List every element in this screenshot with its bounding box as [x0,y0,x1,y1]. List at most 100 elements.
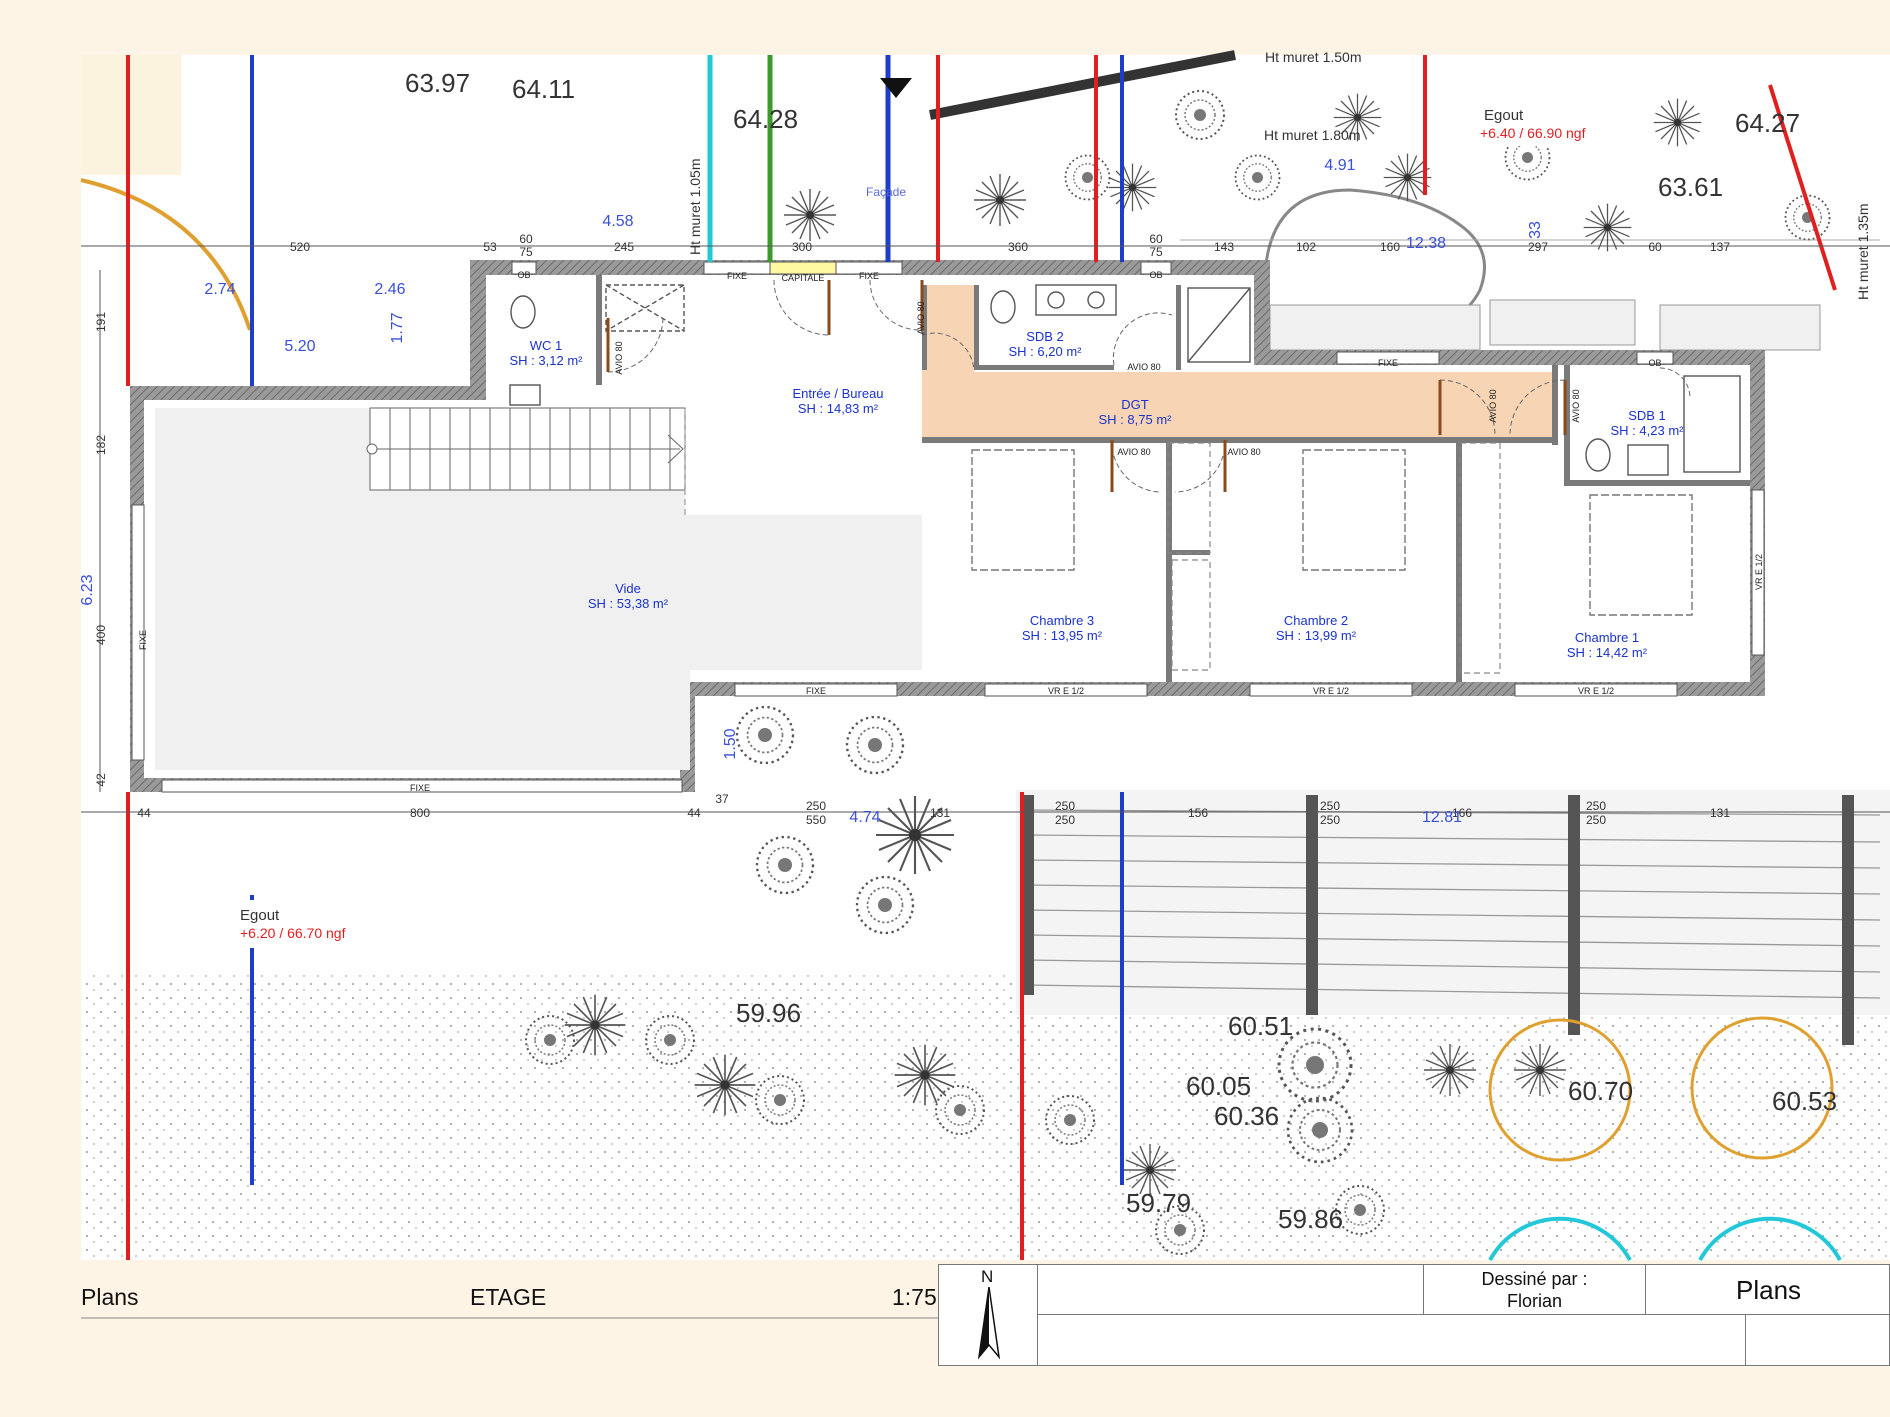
top-dim-8: 60 [1149,232,1163,246]
vide-area [155,408,922,770]
blue-dim-3: 2.46 [374,281,405,298]
blue-dim-12: 12.81 [1422,809,1462,826]
north-label: N [981,1267,994,1286]
level-name: ETAGE [470,1284,547,1310]
blue-dim-7: 12.38 [1406,235,1446,252]
opening-avio-1: AVIO 80 [1127,362,1160,372]
room-vide-name: Vide [615,581,641,596]
opening-vre-2: VR E 1/2 [1313,686,1349,696]
bottom-dim-5: 250 [806,799,826,813]
top-dimensions: 520 53 60 75 245 300 360 60 75 143 102 1… [290,232,1730,259]
opening-fixe-3: FIXE [1378,358,1398,368]
terrace-area [1016,790,1890,1015]
blue-dimensions: 4.58 2.74 2.46 1.77 5.20 4.91 12.38 33 6… [79,157,1544,826]
corridor-entrance [922,285,974,372]
level-7: 60.51 [1228,1011,1293,1041]
room-sdb2-area: SH : 6,20 m² [1009,344,1083,359]
blue-dim-11: 4.74 [849,809,880,826]
room-dgt-name: DGT [1121,397,1149,412]
egout-top-label: Egout [1484,107,1524,124]
room-sdb1-name: SDB 1 [1628,408,1666,423]
opening-vre-right: VR E 1/2 [1754,554,1764,590]
closets [1167,442,1501,674]
opening-ob-sdb1: OB [1648,358,1661,368]
opening-fixe-2: FIXE [859,271,879,281]
room-ch2-area: SH : 13,99 m² [1276,628,1357,643]
sanitary-fixtures [509,284,1741,476]
plan-title: Plans [81,1284,139,1310]
level-1: 63.97 [405,68,470,98]
room-ch2-name: Chambre 2 [1284,613,1348,628]
opening-ob-sdb2: OB [1149,270,1162,280]
blue-dim-8: 33 [1527,221,1544,239]
title-block-empty-1 [1037,1265,1423,1315]
level-3: 64.28 [733,104,798,134]
neighbour-texture [81,55,181,175]
bottom-dim-14: 250 [1586,799,1606,813]
level-9: 60.36 [1214,1101,1279,1131]
opening-vre-1: VR E 1/2 [1048,686,1084,696]
blue-dim-5: 5.20 [284,338,315,355]
top-dim-6: 300 [792,240,812,254]
left-dim-4: 42 [94,773,108,787]
opening-avio-2: AVIO 80 [1117,447,1150,457]
opening-avio-7: AVIO 80 [1571,389,1581,422]
opening-avio-4: AVIO 80 [614,341,624,374]
bottom-dim-12: 250 [1320,813,1340,827]
level-4: 64.27 [1735,108,1800,138]
opening-fixe-5: FIXE [410,783,430,793]
staircase [366,407,686,491]
left-dimensions: 191 182 400 42 [94,312,108,787]
bottom-dim-6: 550 [806,813,826,827]
bottom-dim-4: 37 [715,792,729,806]
top-dim-1: 520 [290,240,310,254]
top-dim-7: 360 [1008,240,1028,254]
blue-dim-2: 2.74 [204,281,235,298]
terrace-planks [1024,809,1881,999]
drawn-by-cell: Dessiné par : Florian [1423,1265,1645,1315]
room-entree-area: SH : 14,83 m² [798,401,879,416]
blue-dim-10: 1.50 [722,728,739,759]
egout-bottom-label: Egout [240,907,280,924]
opening-avio-5: AVIO 80 [916,301,926,334]
garden-upper [929,50,1880,351]
room-sdb1-area: SH : 4,23 m² [1611,423,1685,438]
bottom-dim-15: 250 [1586,813,1606,827]
room-dgt-area: SH : 8,75 m² [1099,412,1173,427]
egout-top-value: +6.40 / 66.90 ngf [1480,125,1586,141]
blue-dim-6: 4.91 [1324,157,1355,174]
plan-scale: 1:75 [892,1284,937,1310]
egout-bottom-value: +6.20 / 66.70 ngf [240,925,346,941]
level-spots: 63.97 64.11 64.28 64.27 63.61 59.96 60.5… [405,68,1837,1234]
room-ch3-area: SH : 13,95 m² [1022,628,1103,643]
muret-label-3: Ht muret 1.05m [687,159,703,255]
facade-label: Façade [866,185,906,199]
opening-avio-3: AVIO 80 [1227,447,1260,457]
bottom-dim-10: 156 [1188,806,1208,820]
bottom-dim-2: 800 [410,806,430,820]
north-arrow-cell: N [939,1265,1037,1365]
door-leaves [606,280,1567,492]
left-dim-3: 400 [94,625,108,645]
drawn-by-name: Florian [1506,1291,1563,1311]
cyan-tree-circles [1488,1216,1842,1261]
top-dim-3: 60 [519,232,533,246]
north-arrow-icon [977,1287,1001,1360]
top-dim-15: 137 [1710,240,1730,254]
top-dim-5: 245 [614,240,634,254]
muret-labels: Ht muret 1.50m Ht muret 1.80m Ht muret 1… [687,49,1871,300]
blue-dim-1: 4.58 [602,213,633,230]
level-5: 63.61 [1658,172,1723,202]
level-13: 59.86 [1278,1204,1343,1234]
room-wc1-name: WC 1 [530,338,563,353]
bottom-dim-3: 44 [687,806,701,820]
opening-avio-6: AVIO 80 [1488,389,1498,422]
blue-dim-4: 1.77 [389,312,406,343]
top-dim-11: 102 [1296,240,1316,254]
blue-dim-9: 6.23 [79,574,96,605]
opening-ob-wc: OB [517,270,530,280]
dimension-lines [81,245,1890,813]
room-ch1-area: SH : 14,42 m² [1567,645,1648,660]
bottom-dim-13: 166 [1452,806,1472,820]
